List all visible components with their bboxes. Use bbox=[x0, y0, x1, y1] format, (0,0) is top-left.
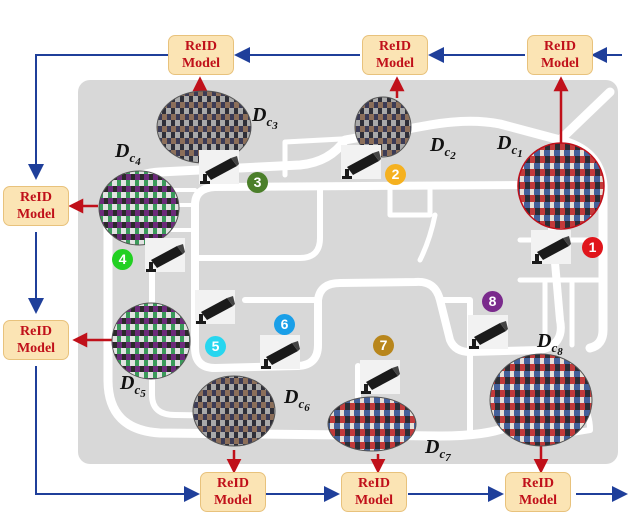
domain-image-clusters bbox=[98, 90, 605, 452]
camera-badge-1: 1 bbox=[582, 237, 603, 258]
domain-label-c4: Dc4 bbox=[115, 140, 141, 168]
reid-model-bottom-center: ReID Model bbox=[341, 472, 407, 512]
reid-model-top-center: ReID Model bbox=[362, 35, 428, 75]
domain-c1-images bbox=[517, 142, 605, 230]
reid-label-line2: Model bbox=[518, 493, 558, 508]
domain-label-c7: Dc7 bbox=[425, 436, 451, 464]
domain-c5-images bbox=[111, 302, 191, 380]
camera-icon bbox=[341, 145, 381, 179]
reid-label-line2: Model bbox=[181, 56, 221, 71]
reid-label-line2: Model bbox=[375, 56, 415, 71]
reid-label-line1: ReID bbox=[20, 324, 52, 339]
camera-icon bbox=[360, 360, 400, 394]
reid-label-line2: Model bbox=[354, 493, 394, 508]
domain-label-c1: Dc1 bbox=[497, 132, 523, 160]
domain-label-c3: Dc3 bbox=[252, 104, 278, 132]
reid-label-line1: ReID bbox=[185, 39, 217, 54]
red-flow-arrows bbox=[68, 76, 569, 474]
domain-c2-images bbox=[354, 96, 412, 158]
reid-label-line2: Model bbox=[213, 493, 253, 508]
reid-model-bottom-left: ReID Model bbox=[200, 472, 266, 512]
reid-label-line1: ReID bbox=[544, 39, 576, 54]
reid-model-top-left: ReID Model bbox=[168, 35, 234, 75]
domain-label-c8: Dc8 bbox=[537, 330, 563, 358]
reid-label-line1: ReID bbox=[358, 476, 390, 491]
reid-label-line1: ReID bbox=[522, 476, 554, 491]
domain-label-c2: Dc2 bbox=[430, 134, 456, 162]
camera-icon bbox=[195, 290, 235, 324]
domain-c4-images bbox=[98, 170, 180, 246]
domain-label-c6: Dc6 bbox=[284, 386, 310, 414]
domain-c7-images bbox=[327, 396, 417, 452]
reid-label-line1: ReID bbox=[379, 39, 411, 54]
reid-model-top-right: ReID Model bbox=[527, 35, 593, 75]
reid-model-bottom-right: ReID Model bbox=[505, 472, 571, 512]
camera-badge-4: 4 bbox=[112, 249, 133, 270]
reid-model-left-upper: ReID Model bbox=[3, 186, 69, 226]
domain-c8-images bbox=[489, 353, 593, 447]
camera-badge-3: 3 bbox=[247, 172, 268, 193]
camera-badge-6: 6 bbox=[274, 314, 295, 335]
reid-label-line2: Model bbox=[16, 207, 56, 222]
camera-badge-8: 8 bbox=[482, 291, 503, 312]
reid-label-line2: Model bbox=[16, 341, 56, 356]
reid-label-line2: Model bbox=[540, 56, 580, 71]
camera-badge-7: 7 bbox=[373, 335, 394, 356]
camera-badge-2: 2 bbox=[385, 164, 406, 185]
camera-icon bbox=[468, 315, 508, 349]
reid-label-line1: ReID bbox=[217, 476, 249, 491]
domain-c6-images bbox=[192, 375, 276, 447]
camera-icon bbox=[199, 150, 239, 184]
blue-flow-arrows bbox=[28, 47, 628, 502]
camera-icon bbox=[145, 238, 185, 272]
camera-icon bbox=[260, 335, 300, 369]
reid-model-left-lower: ReID Model bbox=[3, 320, 69, 360]
camera-badge-5: 5 bbox=[205, 336, 226, 357]
camera-icon bbox=[531, 230, 571, 264]
domain-label-c5: Dc5 bbox=[120, 372, 146, 400]
reid-label-line1: ReID bbox=[20, 190, 52, 205]
